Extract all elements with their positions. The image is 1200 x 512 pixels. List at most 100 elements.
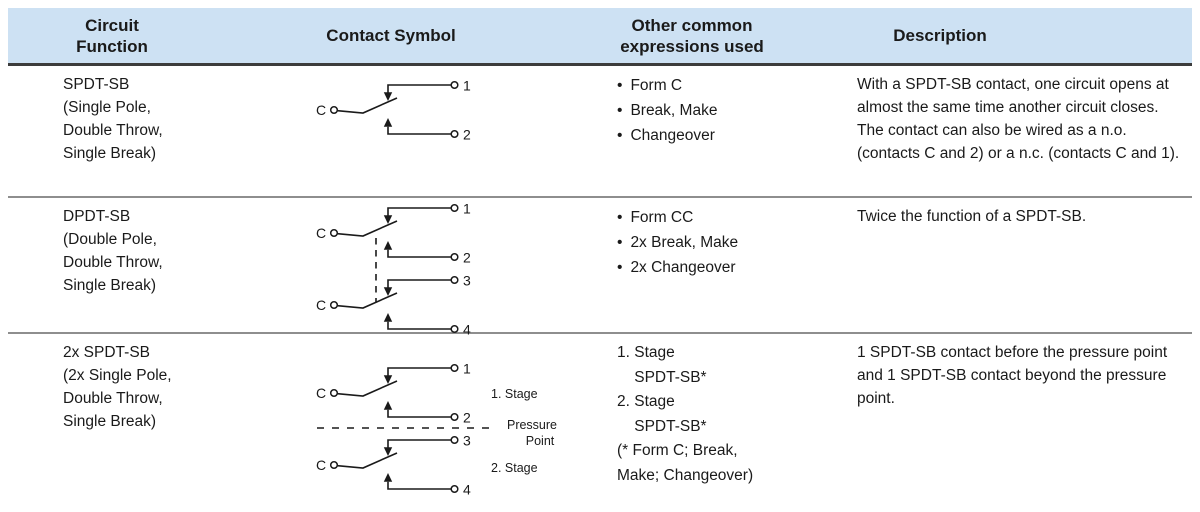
terminal-circle: [329, 460, 339, 470]
up-arrow-icon: [383, 118, 393, 127]
bullet-icon: •: [617, 127, 623, 144]
no-branch-wire: [387, 126, 451, 135]
expression-text: 2x Break, Make: [630, 234, 739, 251]
lever-wire: [337, 452, 398, 469]
description-text: Twice the function of a SPDT-SB.: [857, 208, 1087, 225]
header-other-expressions: Other common expressions used: [580, 8, 840, 63]
expressions-cell: • Form CC • 2x Break, Make • 2x Changeover: [580, 198, 840, 332]
expression-text: Form C: [630, 77, 683, 94]
terminal-circle: [450, 252, 459, 262]
contact-function-table: Circuit Function Contact Symbol Other co…: [8, 8, 1192, 505]
no-branch-wire: [387, 481, 451, 490]
nc-branch-wire: [387, 439, 451, 448]
terminal-circle: [450, 129, 459, 139]
bullet-icon: •: [617, 209, 623, 226]
terminal-circle: [329, 228, 339, 238]
terminal-circle: [450, 484, 459, 494]
spdt-unit-2: C 3 4: [316, 273, 471, 338]
common-terminal-label: C: [316, 385, 326, 401]
header-circuit-function-label: Circuit Function: [76, 15, 148, 56]
common-terminal-label: C: [316, 457, 326, 473]
up-arrow-icon: [383, 401, 393, 410]
circuit-function-text: SPDT-SB (Single Pole, Double Throw, Sing…: [63, 76, 163, 162]
terminal-circle: [450, 203, 459, 213]
nc-branch-wire: [387, 367, 451, 376]
terminal-circle: [450, 275, 459, 285]
up-arrow-icon: [383, 473, 393, 482]
expression-item: • 2x Changeover: [617, 255, 840, 280]
expression-numbered-list: 1. Stage SPDT-SB* 2. Stage SPDT-SB* (* F…: [617, 344, 754, 484]
up-arrow-icon: [383, 313, 393, 322]
spdt-sb-symbol: C 1 2: [316, 79, 471, 143]
contact-symbol-cell: 1. Stage Pressure Point 2. Stage C 1 2: [240, 334, 580, 505]
contact-symbol-cell: C 1 2: [240, 66, 580, 196]
description-text: With a SPDT-SB contact, one circuit open…: [857, 76, 1180, 162]
header-description-label: Description: [893, 26, 987, 45]
bullet-icon: •: [617, 77, 623, 94]
header-other-expressions-label: Other common expressions used: [620, 15, 764, 56]
terminal-circle: [329, 388, 339, 398]
description-text: 1 SPDT-SB contact before the pressure po…: [857, 344, 1168, 407]
circuit-function-cell: 2x SPDT-SB (2x Single Pole, Double Throw…: [8, 334, 240, 505]
header-description: Description: [840, 8, 1192, 63]
bullet-icon: •: [617, 259, 623, 276]
no-branch-wire: [387, 409, 451, 418]
nc-branch-wire: [387, 207, 451, 216]
common-terminal-label: C: [316, 102, 326, 118]
up-arrow-icon: [383, 241, 393, 250]
circuit-function-text: DPDT-SB (Double Pole, Double Throw, Sing…: [63, 208, 163, 294]
expression-text: 2x Changeover: [630, 259, 736, 276]
description-cell: Twice the function of a SPDT-SB.: [840, 198, 1192, 332]
table-row-dpdt-sb: DPDT-SB (Double Pole, Double Throw, Sing…: [8, 196, 1192, 338]
terminal-circle: [450, 363, 459, 373]
stage2-label: 2. Stage: [491, 461, 538, 475]
table-header: Circuit Function Contact Symbol Other co…: [8, 8, 1192, 66]
expressions-cell: 1. Stage SPDT-SB* 2. Stage SPDT-SB* (* F…: [580, 334, 840, 505]
down-arrow-icon: [383, 287, 393, 296]
expression-item: •Break, Make: [617, 98, 840, 123]
terminal-label: 1: [463, 79, 471, 94]
pressure-point-label: Point: [526, 434, 555, 448]
terminal-label: 1: [463, 362, 471, 377]
expressions-cell: • Form C •Break, Make • Changeover: [580, 66, 840, 196]
description-cell: With a SPDT-SB contact, one circuit open…: [840, 66, 1192, 196]
terminal-circle: [450, 324, 459, 334]
terminal-label: 2: [463, 250, 471, 266]
description-cell: 1 SPDT-SB contact before the pressure po…: [840, 334, 1192, 505]
common-terminal-label: C: [316, 297, 326, 313]
2x-spdt-sb-symbol: 1. Stage Pressure Point 2. Stage C 1 2: [316, 362, 557, 498]
spdt-unit-1: C 1 2: [316, 362, 471, 426]
lever-wire: [337, 292, 398, 309]
terminal-circle: [450, 80, 459, 90]
no-branch-wire: [387, 249, 451, 258]
terminal-circle: [329, 300, 339, 310]
terminal-label: 3: [463, 273, 471, 289]
lever-wire: [337, 380, 398, 397]
circuit-function-cell: SPDT-SB (Single Pole, Double Throw, Sing…: [8, 66, 240, 196]
expression-item: • Form C: [617, 73, 840, 98]
dpdt-sb-symbol: C 1 2 C: [316, 202, 471, 338]
expression-text: Changeover: [630, 127, 715, 144]
expression-item: • Form CC: [617, 205, 840, 230]
terminal-label: 1: [463, 202, 471, 217]
terminal-label: 3: [463, 433, 471, 449]
no-branch-wire: [387, 321, 451, 330]
expression-text: Form CC: [630, 209, 694, 226]
down-arrow-icon: [383, 447, 393, 456]
table-row-spdt-sb: SPDT-SB (Single Pole, Double Throw, Sing…: [8, 66, 1192, 196]
header-circuit-function: Circuit Function: [8, 8, 240, 63]
terminal-label: 4: [463, 322, 471, 338]
down-arrow-icon: [383, 375, 393, 384]
header-contact-symbol: Contact Symbol: [240, 8, 580, 63]
terminal-label: 4: [463, 482, 471, 498]
terminal-circle: [450, 412, 459, 422]
circuit-function-cell: DPDT-SB (Double Pole, Double Throw, Sing…: [8, 198, 240, 332]
bullet-icon: •: [617, 234, 623, 251]
bullet-icon: •: [617, 102, 623, 119]
terminal-circle: [329, 105, 339, 115]
circuit-function-text: 2x SPDT-SB (2x Single Pole, Double Throw…: [63, 344, 172, 430]
contact-symbol-cell: C 1 2 C: [240, 198, 580, 338]
down-arrow-icon: [383, 215, 393, 224]
nc-branch-wire: [387, 279, 451, 288]
stage1-label: 1. Stage: [491, 387, 538, 401]
